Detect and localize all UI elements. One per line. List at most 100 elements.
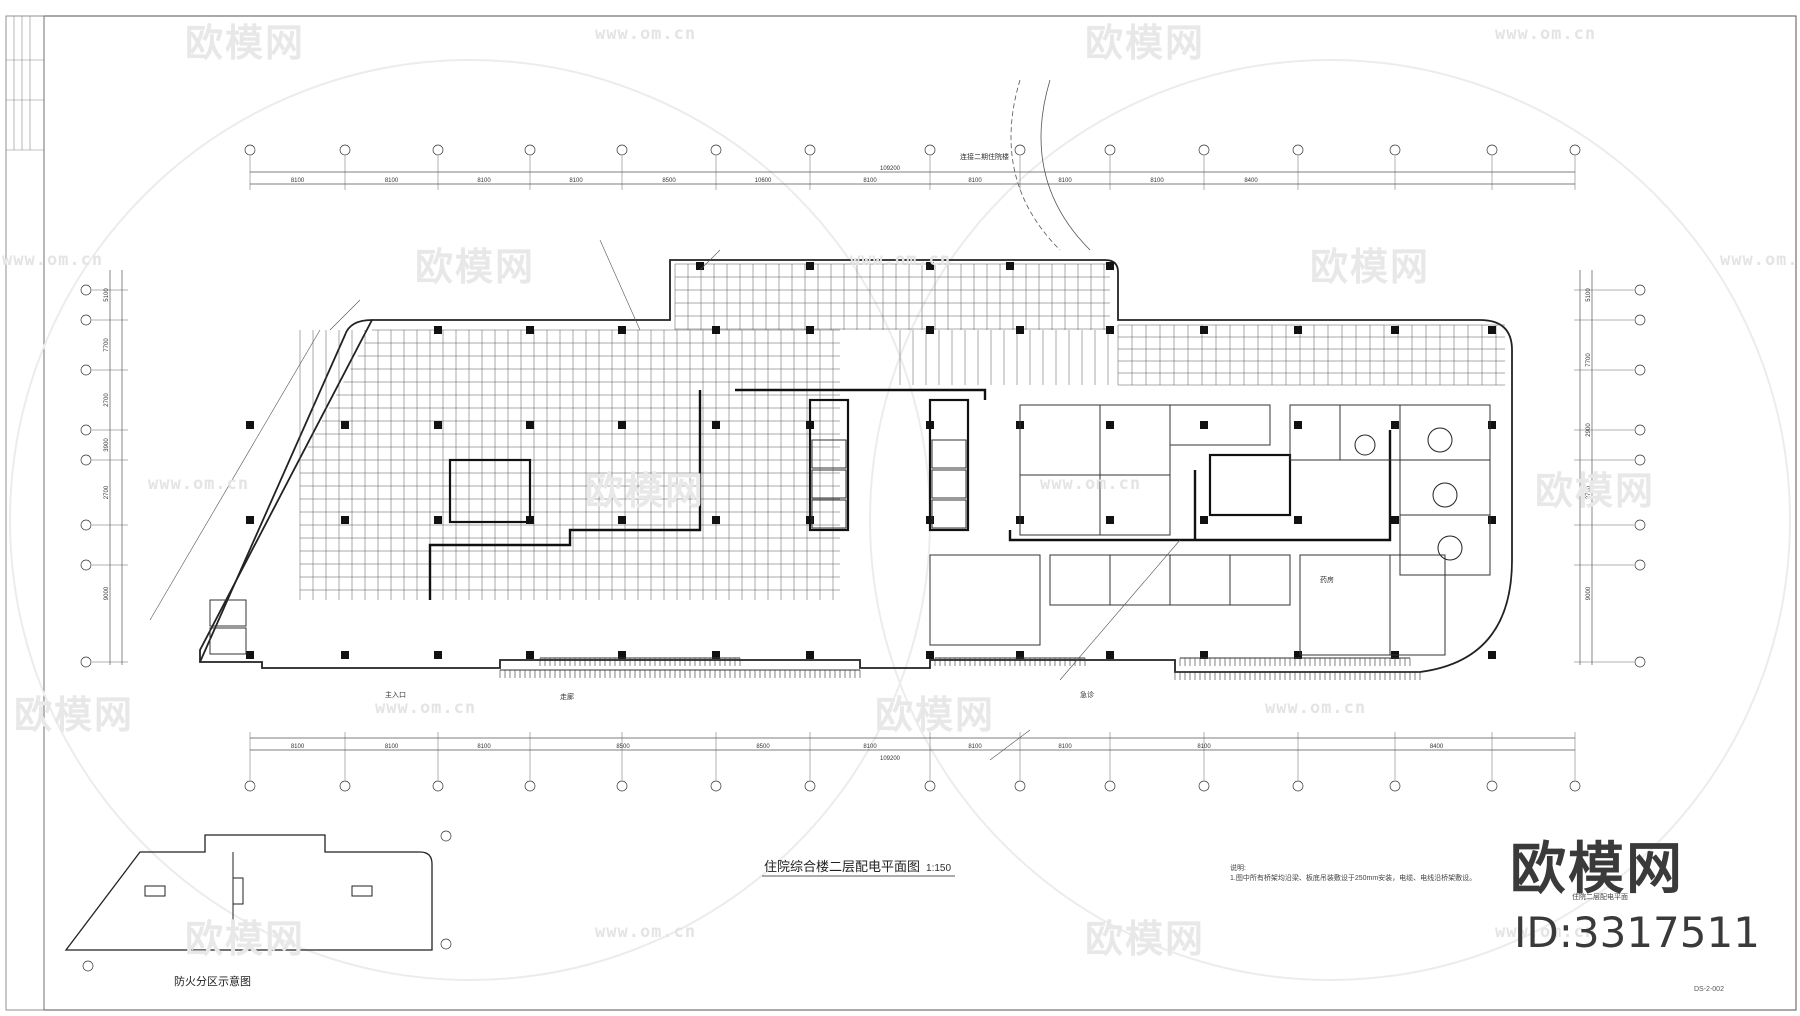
dim-top-text: 8100 <box>477 178 491 184</box>
binding-strip <box>5 15 45 1011</box>
watermark-url: www.om.cn <box>2 250 104 270</box>
column <box>1200 651 1208 659</box>
column <box>341 421 349 429</box>
grid-bubble <box>80 364 92 376</box>
grid-bubble <box>804 780 816 792</box>
grid-bubble <box>339 780 351 792</box>
watermark-logo: 欧模网 <box>585 469 706 513</box>
notes-heading: 说明: <box>1230 865 1246 872</box>
fire-zone-mark-1 <box>144 885 166 897</box>
dim-bottom-text: 8100 <box>385 744 399 750</box>
grid-bubble <box>1486 780 1498 792</box>
grid-bubble <box>1389 780 1401 792</box>
column <box>246 516 254 524</box>
watermark-logo: 欧模网 <box>1085 21 1206 65</box>
watermark-logo: 欧模网 <box>415 245 536 289</box>
grid-bubble <box>1634 364 1646 376</box>
grid-bubbles-right <box>1574 284 1646 668</box>
grid-bubble <box>1634 519 1646 531</box>
column <box>341 516 349 524</box>
watermark-url: www.om.cn <box>1265 698 1367 718</box>
grid-bubbles-top <box>244 144 1581 190</box>
grid-bubble <box>1634 424 1646 436</box>
column <box>1294 516 1302 524</box>
grid-bubble <box>1198 780 1210 792</box>
drawing-notes: 说明: 1.图中所有桥架均沿梁、板底吊装敷设于250mm安装，电缆、电线沿桥架敷… <box>1230 864 1530 884</box>
column <box>926 651 934 659</box>
fire-zone-caption: 防火分区示意图 <box>174 976 251 988</box>
drawing-title-text: 住院综合楼二层配电平面图 <box>764 859 921 874</box>
column <box>1016 651 1024 659</box>
dim-right-text: 2700 <box>1586 485 1592 499</box>
column <box>806 262 814 270</box>
cable-tray-main <box>428 388 1392 600</box>
watermark-url: www.om.cn <box>1495 922 1597 942</box>
column <box>246 651 254 659</box>
grid-bubble <box>710 144 722 156</box>
column <box>1106 262 1114 270</box>
grid-bubble <box>80 454 92 466</box>
grid-bubble <box>432 780 444 792</box>
grid-bubble <box>1014 144 1026 156</box>
grid-bubble <box>1486 144 1498 156</box>
watermark-logo: 欧模网 <box>185 917 306 961</box>
grid-bubble <box>804 144 816 156</box>
dim-bottom-text: 8400 <box>1430 744 1444 750</box>
grid-bubble <box>1634 284 1646 296</box>
column <box>1200 326 1208 334</box>
column <box>1391 326 1399 334</box>
column <box>1488 421 1496 429</box>
id-watermark: ID:3317511 <box>1514 908 1760 957</box>
fire-zone-mark-2 <box>351 885 373 897</box>
grid-bubble <box>80 424 92 436</box>
dim-right-text: 7700 <box>1586 353 1592 367</box>
grid-bubbles-bottom <box>244 732 1581 792</box>
grid-bubble <box>432 144 444 156</box>
watermark-url: www.om.cn <box>1040 474 1142 494</box>
dim-top-text: 8100 <box>1150 178 1164 184</box>
dim-bottom-text: 8100 <box>968 744 982 750</box>
column <box>1294 421 1302 429</box>
drawing-number: DS-2-002 <box>1694 986 1724 993</box>
grid-bubble <box>924 780 936 792</box>
watermark-logo: 欧模网 <box>1310 245 1431 289</box>
watermark-url: www.om.cn <box>595 922 697 942</box>
column <box>526 651 534 659</box>
dim-bottom-text: 8100 <box>477 744 491 750</box>
label-entrance: 主入口 <box>385 692 406 699</box>
grid-bubble <box>80 519 92 531</box>
dimension-lines <box>109 171 1593 751</box>
watermark-logo: 欧模网 <box>875 693 996 737</box>
label-link-bridge: 连接二期住院楼 <box>960 154 1009 161</box>
dimension-texts: 8100 8100 8100 8100 8500 10600 8100 8100 8100 810… <box>104 166 1592 762</box>
watermark-url: www.om.cn <box>1720 250 1800 270</box>
grid-bubble <box>1389 144 1401 156</box>
column <box>926 262 934 270</box>
column <box>1488 516 1496 524</box>
dim-bottom-text: 8500 <box>756 744 770 750</box>
column <box>526 326 534 334</box>
watermark-logo: 欧模网 <box>1535 469 1656 513</box>
grid-bubble <box>524 144 536 156</box>
dim-top-text: 8100 <box>863 178 877 184</box>
dim-top-text: 8500 <box>662 178 676 184</box>
building-outline <box>199 259 1513 673</box>
watermark-url: www.om.cn <box>595 24 697 44</box>
grid-bubble <box>1104 144 1116 156</box>
dim-top-text: 10600 <box>755 178 772 184</box>
column <box>696 262 704 270</box>
dim-bottom-text: 8100 <box>291 744 305 750</box>
brand-watermark: 欧模网 <box>1510 837 1684 902</box>
watermark-url: www.om.cn <box>1495 24 1597 44</box>
dim-left-text: 9000 <box>104 586 110 600</box>
column <box>712 516 720 524</box>
column <box>341 651 349 659</box>
column <box>1106 421 1114 429</box>
watermark-logo: 欧模网 <box>14 693 135 737</box>
dim-top-text: 8100 <box>1058 178 1072 184</box>
grid-bubble <box>1292 780 1304 792</box>
dim-top-text: 8400 <box>1244 178 1258 184</box>
grid-bubble <box>924 144 936 156</box>
